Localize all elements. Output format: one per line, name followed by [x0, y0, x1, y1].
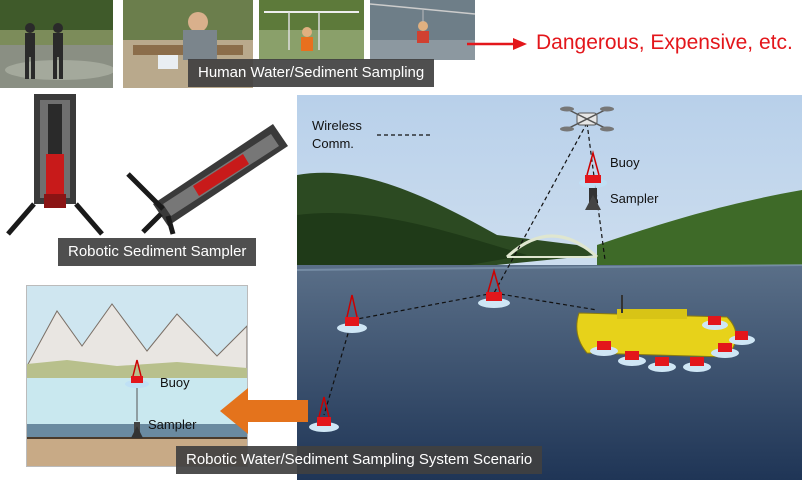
human-sampling-caption: Human Water/Sediment Sampling [188, 59, 435, 87]
river-scenario-photo [297, 95, 802, 480]
inset-buoy-label: Buoy [160, 375, 190, 390]
water-buoy-icon [337, 294, 367, 333]
sampler-cad-front [0, 94, 110, 236]
right-arrow-icon [467, 38, 527, 50]
scenario-caption: Robotic Water/Sediment Sampling System S… [176, 446, 543, 474]
photo-bridge-sampling [259, 0, 364, 60]
inset-cross-section [26, 285, 248, 467]
robotic-sampler-caption: Robotic Sediment Sampler [58, 238, 257, 266]
wireless-comm-label: Wireless Comm. [312, 118, 362, 151]
scene-sampler-label: Sampler [610, 191, 659, 206]
water-buoy-icon [309, 396, 339, 432]
scene-buoy-label: Buoy [610, 155, 640, 170]
water-buoy-icon [478, 268, 510, 308]
sampler-cad-perspective [123, 94, 290, 236]
photo-cable-sampling [370, 0, 475, 60]
fleet-buoy-icons [590, 316, 755, 372]
left-arrow-icon [220, 388, 308, 434]
drone-icon [560, 106, 614, 132]
scene-sampler-icon [585, 188, 601, 210]
scene-buoy-icon [579, 150, 607, 188]
inset-sampler-label: Sampler [148, 417, 197, 432]
dangerous-note: Dangerous, Expensive, etc. [536, 31, 793, 54]
photo-river-wading [0, 0, 113, 88]
scenario-overlay [309, 106, 755, 432]
